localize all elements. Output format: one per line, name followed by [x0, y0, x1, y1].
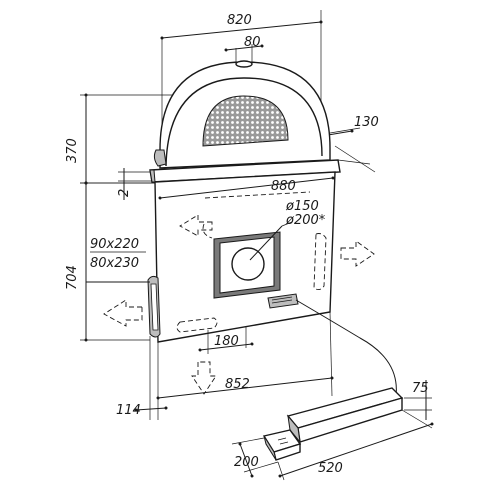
airflow-arrow-up-left	[179, 214, 213, 237]
bottom-cutout: 180	[176, 317, 254, 354]
dim-hood-width: 880	[158, 159, 371, 200]
label-130: 130	[354, 115, 379, 130]
label-180: 180	[214, 334, 239, 349]
side-cutout-right	[313, 233, 327, 291]
airflow-arrow-down	[191, 361, 217, 395]
side-cutout-left: 90x220 80x230	[86, 237, 161, 338]
label-2: 2	[117, 189, 132, 197]
label-200: 200	[234, 455, 259, 470]
label-370: 370	[65, 138, 80, 163]
dim-body-height: 704	[65, 181, 155, 342]
dim-gap: 2	[117, 168, 156, 200]
label-d150: ø150	[285, 199, 319, 214]
dim-box-height: 75	[404, 380, 432, 420]
label-80: 80	[244, 35, 261, 50]
dim-bottom-width: 852	[156, 311, 334, 420]
label-90x220: 90x220	[90, 237, 139, 252]
hood-upper-section	[153, 60, 331, 169]
filter-mesh	[202, 95, 289, 147]
airflow-arrow-left	[103, 299, 143, 327]
outlet	[202, 221, 293, 299]
label-d200: ø200*	[285, 213, 326, 228]
label-852: 852	[225, 377, 250, 392]
label-704: 704	[65, 265, 80, 290]
label-75: 75	[412, 381, 429, 396]
dim-box-width: 520	[277, 409, 434, 481]
dim-bottom-offset: 114	[116, 336, 168, 420]
label-820: 820	[227, 13, 252, 28]
dim-outlet: ø150 ø200*	[285, 199, 326, 228]
dim-box-depth: 200	[231, 437, 279, 478]
cable-connector	[267, 293, 397, 397]
label-114: 114	[116, 403, 141, 418]
airflow-arrow-right	[340, 240, 375, 267]
label-880: 880	[271, 179, 296, 194]
label-520: 520	[318, 461, 343, 476]
control-box	[262, 387, 404, 461]
label-80x230: 80x230	[90, 256, 139, 271]
